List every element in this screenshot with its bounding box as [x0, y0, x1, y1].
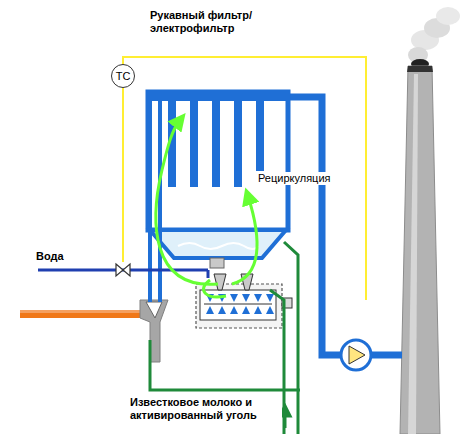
chimney-stack [400, 66, 440, 434]
inlet-cone [140, 300, 168, 362]
mixer-blade [242, 294, 250, 302]
filter-bag [234, 101, 242, 187]
chimney-stack [407, 66, 433, 72]
exhaust-fan [349, 346, 365, 364]
conditioning-reactor [196, 274, 292, 328]
flue-gas-duct [20, 310, 144, 318]
mixer-blade [254, 294, 262, 302]
filter-bag [190, 101, 198, 187]
mixer-blade [266, 306, 274, 314]
recirculation-arrow [156, 120, 218, 284]
reagent-pipe [150, 340, 300, 390]
filter-bag [256, 101, 264, 171]
reagent-pipe [284, 410, 287, 428]
mixer-blade [266, 294, 274, 302]
conditioning-reactor [200, 290, 276, 320]
inlet-cone [140, 300, 168, 362]
equipment-title: Рукавный фильтр/ электрофильтр [150, 9, 268, 35]
water-line [38, 264, 208, 278]
exhaust-fan [341, 340, 371, 370]
outlet-duct [285, 97, 402, 355]
control-line [122, 88, 124, 262]
filter-bag [168, 101, 264, 187]
mixer-blade [242, 306, 250, 314]
flow-label: Рециркуляция [256, 172, 333, 185]
controller-label: TC [116, 70, 131, 82]
chimney-stack [408, 74, 418, 434]
conditioning-reactor [204, 304, 272, 305]
filter-housing [150, 230, 286, 258]
filter-housing [148, 92, 288, 101]
outlet-duct [371, 352, 402, 359]
inlet-cone [146, 302, 162, 318]
mixer-blade [206, 306, 214, 314]
water-line [116, 264, 130, 276]
stream-label: Вода [36, 250, 64, 263]
recirculation-arrow [232, 196, 257, 284]
smoke-plume [408, 7, 460, 69]
reagent-label: Известковое молоко и активированный угол… [128, 396, 282, 422]
controller-circle: TC [111, 64, 135, 88]
filter-housing [150, 100, 160, 302]
recirculation-arrow [203, 280, 226, 297]
mixer-blade [218, 306, 226, 314]
exhaust-fan [341, 340, 371, 370]
mixer-blade [254, 306, 262, 314]
reagent-pipe [284, 242, 298, 434]
smoke-plume [436, 7, 460, 25]
water-line [207, 270, 210, 278]
chimney-stack [400, 66, 440, 434]
mixer-blade [230, 306, 238, 314]
filter-bag [212, 101, 220, 187]
filter-housing [178, 243, 258, 249]
outlet-duct [285, 97, 341, 355]
conditioning-reactor [214, 274, 226, 290]
flue-gas-duct [20, 310, 144, 313]
mixer-blade [230, 294, 238, 302]
filter-housing [210, 258, 224, 268]
conditioning-reactor [196, 284, 282, 328]
recirculation-arrow [156, 120, 257, 297]
filter-housing [148, 92, 288, 230]
flue-gas-duct [20, 310, 144, 318]
